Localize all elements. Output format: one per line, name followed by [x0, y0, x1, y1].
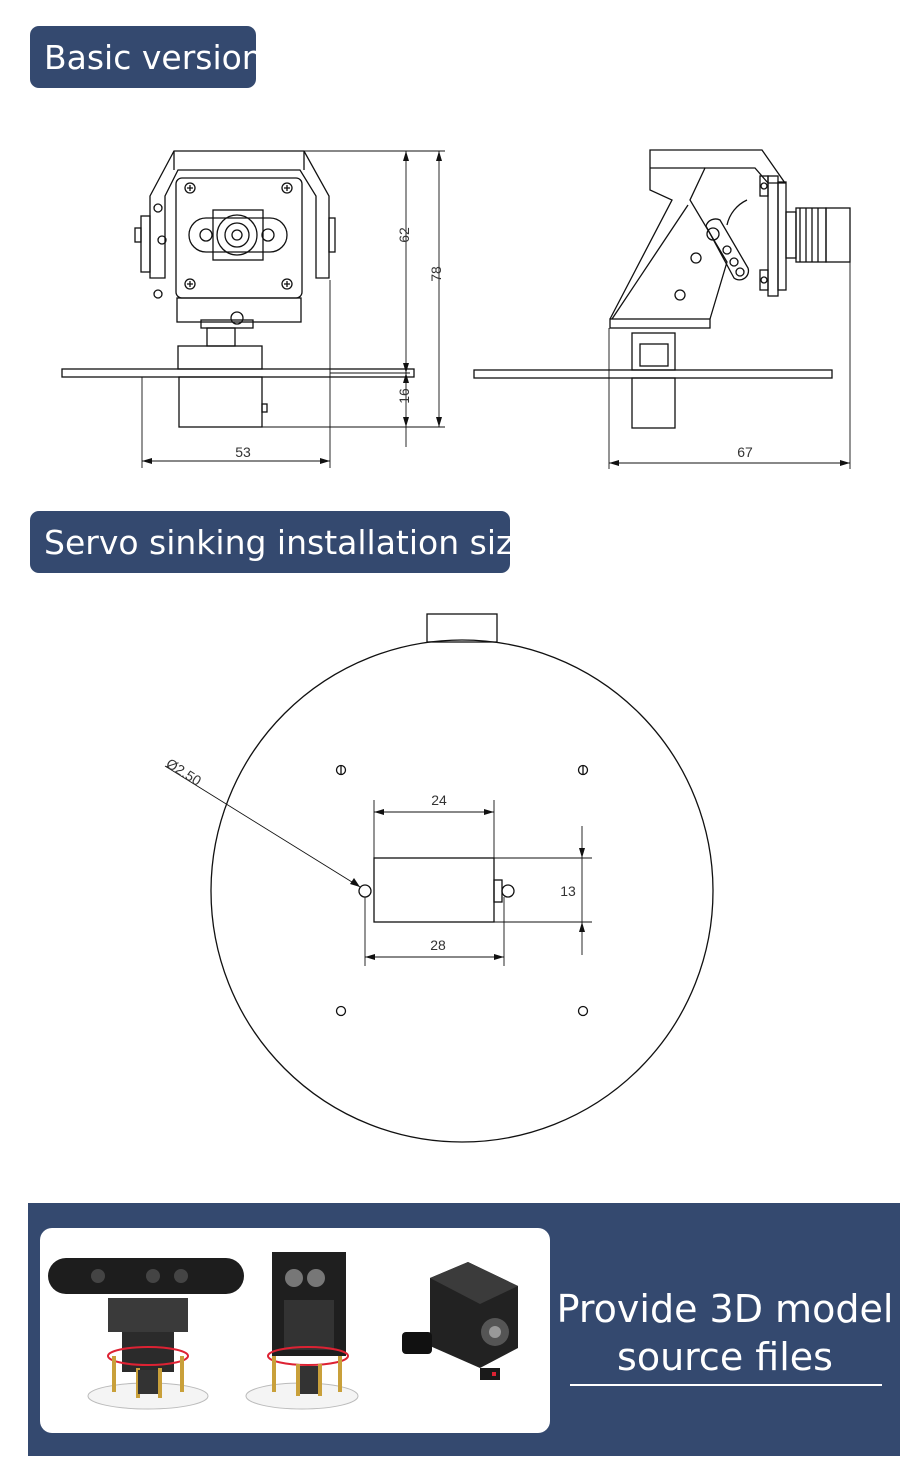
promo-underline	[570, 1384, 882, 1386]
section-title-servo-sinking-text: Servo sinking installation size	[44, 522, 534, 562]
front-servo-body	[178, 376, 263, 428]
dim-62: 62	[396, 227, 412, 243]
dim-78: 78	[428, 266, 444, 282]
servo-hole-left	[358, 884, 372, 898]
model-renders	[48, 1252, 518, 1410]
dim-16: 16	[396, 388, 412, 404]
plate-tab	[426, 613, 498, 643]
mount-hole	[335, 764, 347, 776]
dim-hole-diameter: Ø2.50	[163, 755, 204, 789]
dim-24: 24	[431, 792, 447, 808]
section-title-basic-version: Basic version	[30, 26, 263, 88]
mount-hole	[335, 1005, 347, 1017]
dim-28: 28	[430, 937, 446, 953]
mount-hole	[577, 1005, 589, 1017]
model-renders-card	[40, 1228, 550, 1433]
servo-cutout	[373, 857, 495, 923]
promo-text: Provide 3D model source files	[555, 1285, 895, 1381]
mounting-plate	[210, 639, 714, 1143]
side-base-plate	[473, 369, 833, 379]
side-servo-horn	[705, 218, 750, 281]
dim-13: 13	[560, 883, 576, 899]
side-bracket	[609, 149, 787, 320]
side-servo-body	[631, 377, 676, 429]
render-pan-tilt-mount	[245, 1252, 359, 1410]
section-title-basic-version-text: Basic version	[44, 37, 263, 77]
section-title-servo-sinking: Servo sinking installation size	[30, 511, 534, 573]
servo-sinking-drawing	[164, 613, 714, 1143]
front-lens	[216, 214, 258, 256]
render-depth-camera-mount	[48, 1258, 244, 1410]
render-camera-bracket	[402, 1262, 518, 1380]
technical-drawings: 62 78 16 53 67 24 28 13 Ø2.50	[61, 149, 851, 1143]
dim-53: 53	[235, 444, 251, 460]
servo-hole-right	[501, 884, 515, 898]
mount-hole	[577, 764, 589, 776]
dim-67: 67	[737, 444, 753, 460]
promo-line-1: Provide 3D model	[556, 1287, 894, 1331]
promo-line-2: source files	[617, 1335, 833, 1379]
side-view-drawing	[473, 149, 851, 469]
front-view-drawing	[61, 150, 445, 468]
